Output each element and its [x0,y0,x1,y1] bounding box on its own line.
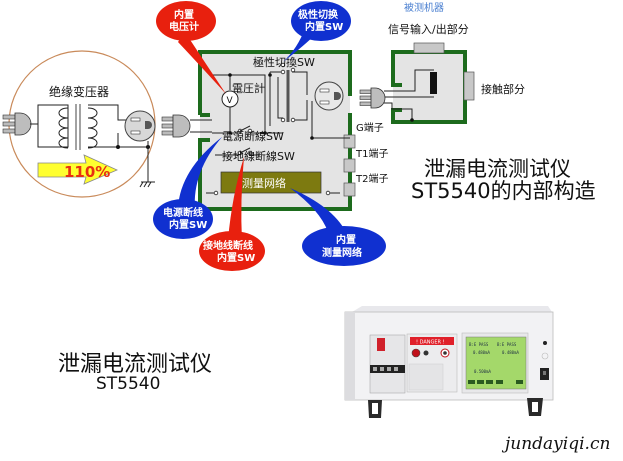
tester-enclosure: V 電圧計 極性切換SW 電源断線SW 接地線断線SW 测量网络 [161,50,356,211]
svg-text:内置SW: 内置SW [305,20,343,33]
svg-text:接地线断线: 接地线断线 [203,239,253,252]
isolation-transformer: 绝缘变压器 [2,50,156,198]
svg-text:内置SW: 内置SW [169,218,207,231]
front-foot-left [368,400,382,418]
svg-text:电源断线: 电源断线 [163,206,203,219]
dut-load-resistor [430,72,437,94]
ground-cut-switch-label: 接地線断線SW [222,149,295,163]
svg-text:0.480mA: 0.480mA [502,350,519,355]
svg-text:0.480mA: 0.480mA [473,350,490,355]
front-foot-right [527,398,543,416]
svg-text:电压计: 电压计 [169,20,199,33]
product-caption-line2: ST5540 [96,374,161,394]
callout-measuring-network: 内置 测量网络 [290,188,386,266]
dut-io-port [413,42,445,54]
voltmeter-icon: V [221,90,239,108]
dut-plug-icon [359,87,386,109]
secondary-coil [87,107,98,149]
svg-text:测量网络: 测量网络 [322,246,362,259]
power-cut-switch-label: 電源断線SW [222,129,284,143]
svg-text:B:E PASS: B:E PASS [497,342,517,347]
danger-label [410,337,454,345]
transformer-label: 绝缘变压器 [49,84,109,99]
ground-symbol-icon [139,181,155,188]
measuring-network-label: 测量网络 [242,176,286,190]
st5540-device-photo: ! DANGER ! B:E PASS B:E PASS 0.480mA 0.4… [344,306,554,418]
svg-text:内置: 内置 [174,8,194,21]
indicator-led [543,341,547,345]
watermark: jundayiqi.cn [505,434,611,454]
svg-text:V: V [227,96,234,106]
dut-io-label: 信号输入/出部分 [388,22,469,36]
tester-input-plug-icon [161,114,212,138]
g-terminal [343,134,356,149]
probe-jack-red [411,348,421,358]
arrow-110-text: 110% [64,163,110,181]
diagram-title-line1: 泄漏电流测试仪 [424,157,571,181]
callout-ground-cut-switch: 接地线断线 内置SW [199,157,265,271]
callout-polarity-switch: 极性切换 内置SW [283,1,351,62]
transformer-outlet-icon [124,110,156,142]
callout-voltmeter: 内置 电压计 [156,1,226,94]
device-under-test: 被测机器 信号输入/出部分 接触部分 [359,1,525,124]
g-terminal-label: G端子 [356,121,384,134]
measuring-network-block [220,171,322,194]
svg-text:内置: 内置 [336,233,356,246]
t1-terminal [343,158,356,173]
t2-terminal [343,182,356,197]
dut-title: 被测机器 [404,1,444,14]
callout-power-cut-switch: 电源断线 内置SW [153,137,222,239]
voltmeter-label: 電圧計 [232,81,265,95]
t2-terminal-label: T2端子 [355,172,388,185]
svg-text:内置SW: 内置SW [217,251,255,264]
svg-text:B:E PASS: B:E PASS [469,342,489,347]
svg-text:极性切换: 极性切换 [298,8,339,21]
tester-outlet-icon [314,81,344,111]
input-plug-icon [2,112,32,136]
danger-label-text: ! DANGER ! [416,340,445,346]
product-caption-line1: 泄漏电流测试仪 [58,352,213,377]
polarity-switch-label: 極性切換SW [253,55,315,69]
probe-jack [423,350,429,356]
dut-contact-label: 接触部分 [481,82,525,96]
diagram-title-line2: ST5540的内部构造 [411,179,596,203]
t1-terminal-label: T1端子 [355,147,388,160]
svg-text:0.500mA: 0.500mA [474,369,491,374]
power-indicator-switch [377,338,385,351]
primary-coil [58,107,69,149]
voltage-110-arrow: 110% [37,154,118,185]
dut-contact-part [463,71,475,101]
